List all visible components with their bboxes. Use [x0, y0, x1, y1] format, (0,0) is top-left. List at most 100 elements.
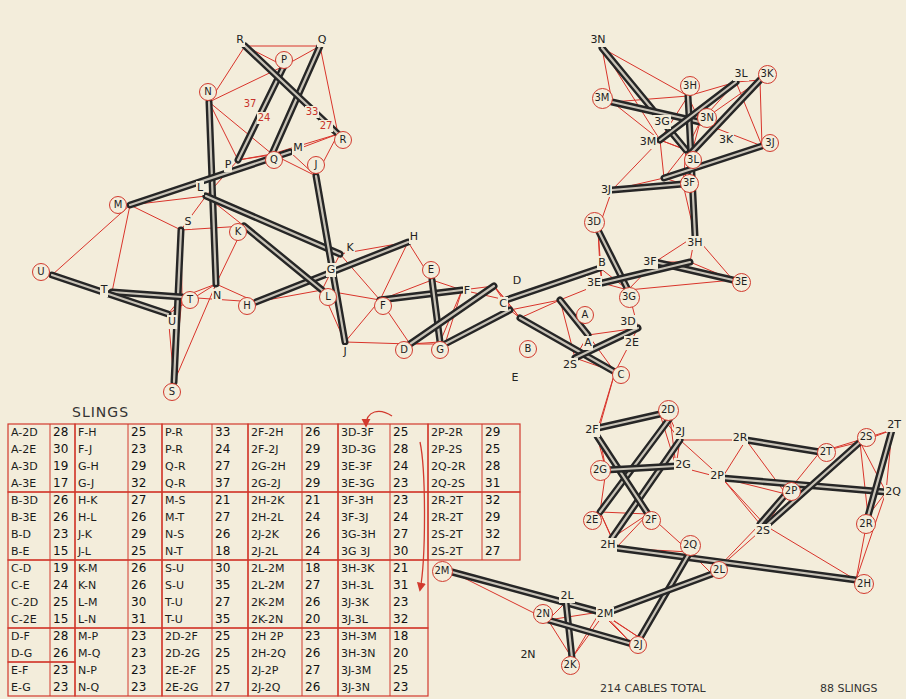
strut-tube — [612, 440, 680, 538]
cable — [112, 205, 130, 292]
circled-end-label: 3K — [758, 65, 777, 84]
end-letter: M — [292, 141, 304, 154]
sling-pair: S-U — [165, 562, 184, 575]
circled-end-label: K — [229, 223, 247, 241]
sling-pair: 3H-3N — [341, 647, 375, 660]
sling-length: 24 — [53, 578, 68, 592]
end-letter: 3N — [589, 33, 606, 46]
sling-pair: D-F — [11, 630, 30, 643]
table-box — [75, 628, 162, 696]
table-divider — [212, 492, 213, 560]
circled-end-label: 3L — [684, 151, 702, 169]
table-divider — [302, 424, 303, 492]
strut — [174, 230, 181, 382]
end-letter: 2J — [674, 425, 686, 438]
sling-length: 37 — [215, 476, 230, 490]
length-number: 24 — [257, 112, 272, 124]
sling-pair: 2K-2M — [251, 596, 285, 609]
table-box — [8, 628, 75, 662]
sling-pair: L-M — [78, 596, 97, 609]
sling-pair: 2J-2P — [251, 664, 278, 677]
circled-end-label: 2J — [629, 636, 647, 654]
end-letter: N — [212, 289, 222, 302]
strut — [602, 48, 686, 150]
strut-highlight — [244, 226, 322, 290]
sling-pair: 2H 2P — [251, 630, 283, 643]
sling-pair: 2E-2F — [165, 664, 196, 677]
strut-tube — [445, 310, 510, 344]
sling-length: 31 — [485, 476, 500, 490]
sling-pair: 3J-3M — [341, 664, 371, 677]
end-letter: G — [326, 263, 337, 276]
table-divider — [212, 560, 213, 628]
end-letter: K — [235, 226, 242, 238]
table-border — [248, 560, 338, 628]
sling-length: 20 — [393, 646, 408, 660]
sling-length: 29 — [305, 442, 320, 456]
sling-pair: 2H-2Q — [251, 647, 286, 660]
table-border — [428, 424, 520, 492]
strut-highlight — [602, 48, 686, 150]
sling-pair: 2H-2K — [251, 494, 284, 507]
strut-tube — [604, 574, 712, 614]
circled-end-label: 3N — [697, 108, 717, 128]
cable — [628, 280, 733, 290]
strut-highlight — [760, 494, 786, 524]
sling-length: 26 — [131, 510, 146, 524]
sling-length: 15 — [53, 612, 68, 626]
cable — [245, 46, 320, 47]
sling-length: 21 — [215, 493, 230, 507]
table-border — [428, 492, 520, 560]
strut-highlight — [452, 572, 600, 612]
circled-end-label: F — [374, 297, 392, 315]
sling-pair: F-J — [78, 443, 92, 456]
end-letter: T — [187, 294, 193, 306]
circled-end-label: S — [163, 383, 181, 401]
end-letter: 2J — [633, 639, 642, 651]
end-letter: U — [37, 266, 44, 278]
circled-end-label: D — [395, 341, 413, 359]
circled-end-label: 2D — [658, 400, 679, 421]
table-border — [162, 628, 248, 696]
sling-length: 17 — [53, 476, 68, 490]
sling-length: 25 — [215, 646, 230, 660]
end-letter: B — [597, 256, 607, 269]
strut — [612, 440, 680, 538]
sling-pair: C-2E — [11, 613, 37, 626]
table-box — [248, 424, 338, 492]
sling-pair: 3F-3H — [341, 494, 374, 507]
end-letter: 2H — [599, 538, 616, 551]
table-divider — [302, 492, 303, 560]
table-divider — [50, 424, 51, 492]
strut-tube — [692, 80, 760, 152]
sling-length: 27 — [215, 459, 230, 473]
strut-tube — [410, 286, 494, 344]
cable — [510, 300, 560, 310]
table-border — [75, 424, 162, 492]
circled-end-label: 2R — [856, 514, 876, 534]
end-letter: 2E — [586, 514, 599, 526]
sling-pair: 2J-2K — [251, 528, 279, 541]
end-letter: 3H — [686, 236, 703, 249]
table-divider — [390, 560, 391, 628]
circled-end-label: H — [238, 297, 256, 315]
sling-pair: B-3D — [11, 494, 38, 507]
circled-end-label: A — [576, 306, 594, 324]
end-letter: 2T — [820, 446, 832, 458]
table-divider — [128, 560, 129, 628]
strut-tube — [598, 414, 660, 428]
sling-pair: E-G — [11, 681, 31, 694]
strut — [130, 152, 290, 205]
strut-tube — [602, 48, 686, 150]
sling-length: 18 — [393, 629, 408, 643]
sling-pair: M-T — [165, 511, 184, 524]
sling-length: 32 — [485, 527, 500, 541]
strut — [746, 440, 820, 452]
strut-highlight — [209, 102, 216, 284]
end-letter: L — [325, 291, 331, 303]
table-divider — [50, 628, 51, 662]
strut-highlight — [548, 620, 632, 644]
sling-length: 26 — [305, 595, 320, 609]
end-letter: 3F — [683, 177, 695, 189]
strut-highlight — [432, 280, 440, 342]
